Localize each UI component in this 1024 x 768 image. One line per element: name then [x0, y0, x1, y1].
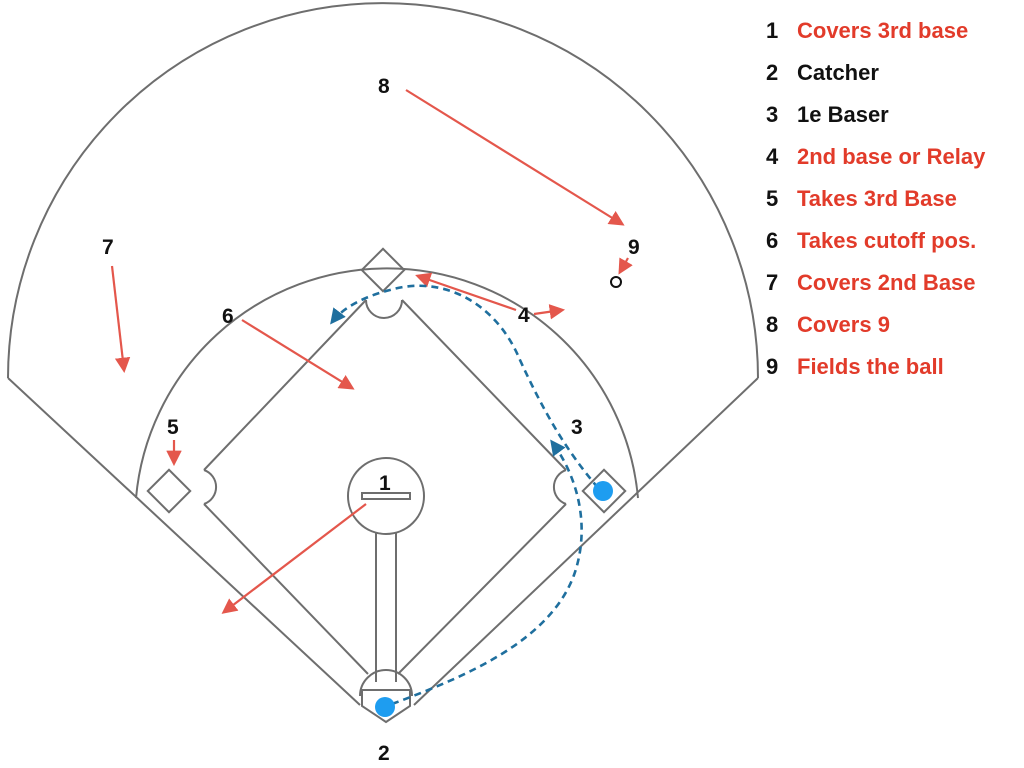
- legend-label: Covers 9: [797, 312, 890, 337]
- field-label-3: 3: [571, 416, 583, 439]
- infield-arc: [135, 267, 639, 499]
- field-label-2: 2: [378, 742, 390, 765]
- legend-label: Takes 3rd Base: [797, 186, 957, 211]
- legend-number: 2: [766, 60, 779, 85]
- legend-label: Covers 3rd base: [797, 18, 969, 43]
- field-label-9: 9: [628, 236, 640, 259]
- legend-number: 6: [766, 228, 779, 253]
- baseball-field-diagram: 8 9 7 6 4 5 3 1 2: [7, 2, 759, 765]
- legend-label: Catcher: [797, 60, 879, 85]
- field-label-8: 8: [378, 75, 390, 98]
- infield-diamond: [203, 299, 567, 675]
- legend-item-4: 4 2nd base or Relay: [766, 136, 1016, 178]
- field-label-4: 4: [518, 304, 530, 327]
- legend-item-6: 6 Takes cutoff pos.: [766, 220, 1016, 262]
- second-base: [360, 247, 406, 293]
- pitchers-rubber: [361, 492, 411, 500]
- right-foul-line: [413, 377, 759, 706]
- legend-item-8: 8 Covers 9: [766, 304, 1016, 346]
- legend-item-2: 2 Catcher: [766, 52, 1016, 94]
- home-plate: [361, 689, 411, 724]
- home-plate-arc: [359, 669, 413, 697]
- runner-first: [593, 481, 613, 501]
- legend-label: Covers 2nd Base: [797, 270, 976, 295]
- legend-number: 1: [766, 18, 779, 43]
- arrow-4-relay: [533, 304, 566, 320]
- legend-number: 8: [766, 312, 779, 337]
- ball-marker: [610, 276, 622, 288]
- runner-home: [375, 697, 395, 717]
- legend-label: 1e Baser: [797, 102, 889, 127]
- field-label-7: 7: [102, 236, 114, 259]
- legend-item-9: 9 Fields the ball: [766, 346, 1016, 388]
- legend-number: 9: [766, 354, 779, 379]
- legend-label: Takes cutoff pos.: [797, 228, 977, 253]
- first-base: [581, 468, 627, 514]
- legend-number: 7: [766, 270, 779, 295]
- legend-item-5: 5 Takes 3rd Base: [766, 178, 1016, 220]
- third-base: [146, 468, 192, 514]
- left-foul-line: [7, 377, 361, 706]
- legend-number: 4: [766, 144, 779, 169]
- legend-item-1: 1 Covers 3rd base: [766, 10, 1016, 52]
- pitchers-mound: [347, 457, 425, 535]
- route-first-to-second: [330, 284, 600, 489]
- field-label-1: 1: [379, 472, 391, 495]
- legend-label: Fields the ball: [797, 354, 944, 379]
- position-legend: 1 Covers 3rd base 2 Catcher 3 1e Baser 4 2nd ba…: [766, 10, 1016, 388]
- arrow-9: [618, 257, 633, 275]
- legend-label: 2nd base or Relay: [797, 144, 986, 169]
- legend-number: 5: [766, 186, 779, 211]
- arrow-7: [110, 265, 131, 374]
- arrow-4-to-second: [415, 272, 517, 312]
- legend-item-7: 7 Covers 2nd Base: [766, 262, 1016, 304]
- arrow-1: [221, 503, 367, 614]
- legend-number: 3: [766, 102, 779, 127]
- arrow-6: [241, 319, 355, 390]
- legend-item-3: 3 1e Baser: [766, 94, 1016, 136]
- outfield-fence: [7, 2, 759, 379]
- arrow-8: [405, 89, 625, 226]
- field-label-6: 6: [222, 305, 234, 328]
- field-label-5: 5: [167, 416, 179, 439]
